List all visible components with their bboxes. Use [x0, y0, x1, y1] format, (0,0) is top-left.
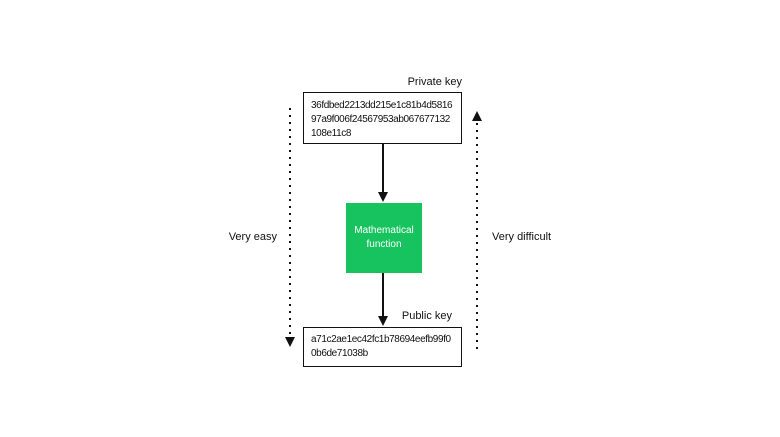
public-key-label: Public key	[401, 310, 452, 322]
easy-direction-dotted-line	[289, 108, 291, 336]
difficult-direction-dotted-line	[476, 123, 478, 352]
arrow-function-to-public-head	[378, 316, 388, 326]
private-key-label: Private key	[407, 76, 462, 88]
very-difficult-label: Very difficult	[492, 231, 552, 243]
private-key-value: 36fdbed2213dd215e1c81b4d581697a9f006f245…	[311, 100, 453, 139]
difficult-direction-arrow-head	[472, 111, 482, 121]
public-key-box: a71c2ae1ec42fc1b78694eefb99f00b6de71038b	[303, 327, 462, 367]
easy-direction-arrow-head	[285, 337, 295, 347]
arrow-private-to-function-head	[378, 192, 388, 202]
arrow-function-to-public-line	[382, 273, 384, 317]
mathematical-function-box: Mathematical function	[346, 203, 422, 273]
arrow-private-to-function-line	[382, 144, 384, 193]
very-easy-label: Very easy	[228, 231, 277, 243]
mathematical-function-label: Mathematical function	[354, 225, 414, 250]
public-key-value: a71c2ae1ec42fc1b78694eefb99f00b6de71038b	[311, 334, 451, 359]
private-key-box: 36fdbed2213dd215e1c81b4d581697a9f006f245…	[303, 92, 462, 144]
